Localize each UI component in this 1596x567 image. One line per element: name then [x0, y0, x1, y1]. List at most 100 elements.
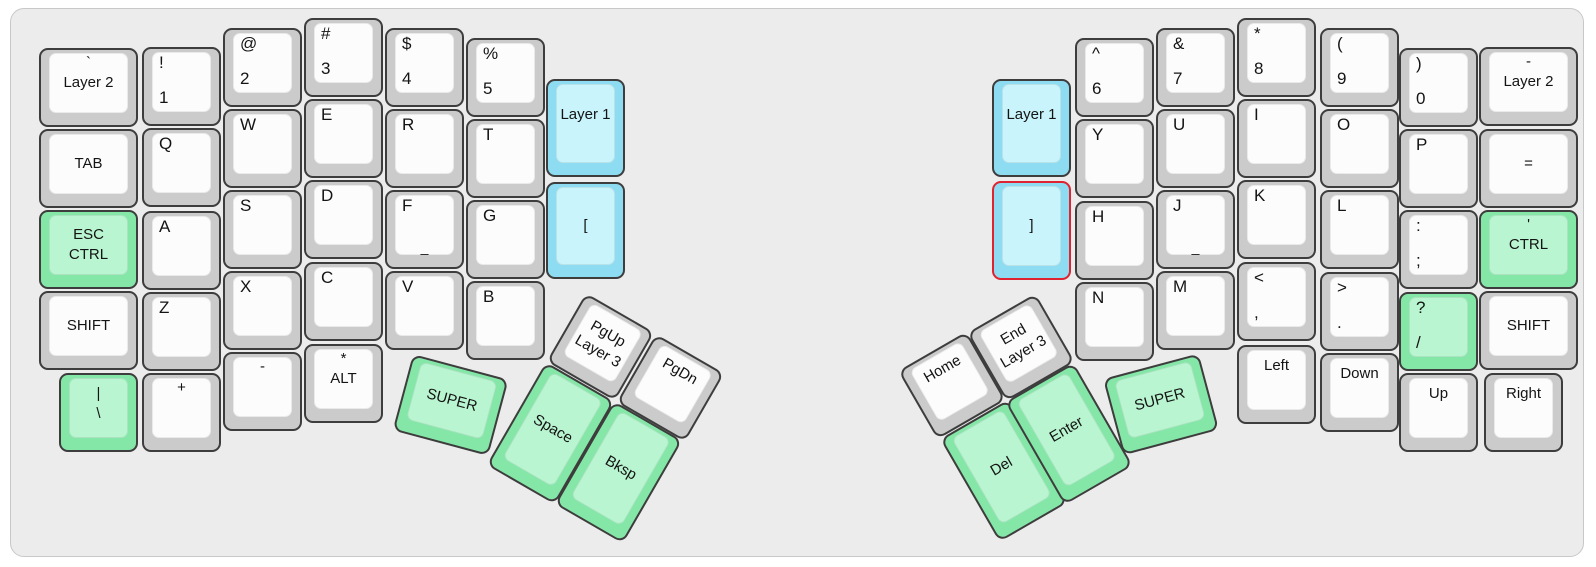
key-z[interactable]: Z [142, 292, 221, 371]
keycap-top: Up [1409, 378, 1468, 438]
keycap-top: = [1489, 134, 1568, 194]
key-tab[interactable]: TAB [39, 129, 138, 208]
key-comma[interactable]: <, [1237, 262, 1316, 341]
keycap-top: E [314, 104, 373, 164]
key-legend-text: : [1416, 216, 1421, 235]
key-legend: PgDn [650, 349, 709, 395]
key-legend: _ [396, 240, 453, 254]
key-legend-text: U [1173, 115, 1186, 134]
key-plus[interactable]: + [142, 373, 221, 452]
key-w[interactable]: W [223, 109, 302, 188]
key-9[interactable]: (9 [1320, 28, 1399, 107]
key-8[interactable]: *8 [1237, 18, 1316, 97]
key-f[interactable]: F_ [385, 190, 464, 269]
key-r[interactable]: R [385, 109, 464, 188]
key-a[interactable]: A [142, 211, 221, 290]
keycap-top: Y [1085, 124, 1144, 184]
keycap-top: S [233, 195, 292, 255]
key-legend-text: SHIFT [1506, 316, 1551, 334]
key-legend: H [1092, 207, 1140, 262]
key-legend-text: F [402, 196, 413, 215]
keycap-top: 'CTRL [1489, 215, 1568, 275]
key-x[interactable]: X [223, 271, 302, 350]
key-left-bracket[interactable]: [ [546, 182, 625, 279]
key-q[interactable]: Q [142, 128, 221, 207]
key-legend-text: Enter [1046, 413, 1087, 446]
key-n[interactable]: N [1075, 282, 1154, 361]
key-6[interactable]: ^6 [1075, 38, 1154, 117]
key-period[interactable]: >. [1320, 272, 1399, 351]
key-semicolon[interactable]: :; [1399, 210, 1478, 289]
key-legend-text: TAB [74, 154, 103, 172]
key-asterisk-alt[interactable]: *ALT [304, 344, 383, 423]
key-minus[interactable]: - [223, 352, 302, 431]
key-grave-layer2[interactable]: `Layer 2 [39, 48, 138, 127]
key-dash-layer2[interactable]: -Layer 2 [1479, 47, 1578, 126]
key-legend: W [240, 115, 288, 170]
key-h[interactable]: H [1075, 201, 1154, 280]
key-shift-right[interactable]: SHIFT [1479, 291, 1578, 370]
key-legend-text: & [1173, 34, 1185, 53]
key-p[interactable]: P [1399, 129, 1478, 208]
keycap-top: Layer 1 [1002, 84, 1061, 163]
keycap-top: Layer 1 [556, 84, 615, 163]
key-arrow-down[interactable]: Down [1320, 353, 1399, 432]
key-j[interactable]: J_ [1156, 190, 1235, 269]
key-o[interactable]: O [1320, 109, 1399, 188]
keycap-top: U [1166, 114, 1225, 174]
key-legend: N [1092, 288, 1140, 343]
key-s[interactable]: S [223, 190, 302, 269]
key-t[interactable]: T [466, 119, 545, 198]
key-super-right[interactable]: SUPER [1103, 353, 1220, 456]
key-5[interactable]: %5 [466, 38, 545, 117]
key-legend-text: 2 [240, 69, 250, 89]
key-arrow-right[interactable]: Right [1484, 373, 1563, 452]
key-d[interactable]: D [304, 180, 383, 259]
key-legend-text: Bksp [602, 452, 640, 484]
key-right-bracket[interactable]: ] [992, 181, 1071, 280]
key-1[interactable]: !1 [142, 47, 221, 126]
key-legend-text: E [321, 105, 333, 124]
key-equals[interactable]: = [1479, 129, 1578, 208]
keycap-top: ?/ [1409, 297, 1468, 357]
keycap-top: B [476, 286, 535, 346]
key-legend-text: ' [1527, 216, 1530, 233]
key-arrow-left[interactable]: Left [1237, 345, 1316, 424]
key-m[interactable]: M [1156, 271, 1235, 350]
key-layer1-right[interactable]: Layer 1 [992, 79, 1071, 177]
key-quote-ctrl[interactable]: 'CTRL [1479, 210, 1578, 289]
key-e[interactable]: E [304, 99, 383, 178]
key-v[interactable]: V [385, 271, 464, 350]
key-y[interactable]: Y [1075, 119, 1154, 198]
key-legend: J [1173, 196, 1221, 251]
key-arrow-up[interactable]: Up [1399, 373, 1478, 452]
key-g[interactable]: G [466, 200, 545, 279]
key-question-slash[interactable]: ?/ [1399, 292, 1478, 371]
key-legend: M [1173, 277, 1221, 332]
key-l[interactable]: L [1320, 190, 1399, 269]
key-4[interactable]: $4 [385, 28, 464, 107]
key-2[interactable]: @2 [223, 28, 302, 107]
key-pipe-backslash[interactable]: |\ [59, 373, 138, 452]
key-legend: Layer 2 [50, 54, 127, 112]
key-u[interactable]: U [1156, 109, 1235, 188]
keycap-top: W [233, 114, 292, 174]
key-k[interactable]: K [1237, 180, 1316, 259]
key-0[interactable]: )0 [1399, 48, 1478, 127]
key-3[interactable]: #3 [304, 18, 383, 97]
key-i[interactable]: I [1237, 99, 1316, 178]
key-legend: + [153, 379, 210, 396]
key-layer1-left[interactable]: Layer 1 [546, 79, 625, 177]
key-legend-text: ? [1416, 298, 1426, 317]
key-c[interactable]: C [304, 262, 383, 341]
key-legend-text: Home [920, 351, 965, 387]
key-7[interactable]: &7 [1156, 28, 1235, 107]
key-shift-left[interactable]: SHIFT [39, 291, 138, 370]
key-super-left[interactable]: SUPER [392, 354, 509, 456]
key-b[interactable]: B [466, 281, 545, 360]
keycap-top: Down [1330, 358, 1389, 418]
key-legend-text: K [1254, 186, 1266, 205]
